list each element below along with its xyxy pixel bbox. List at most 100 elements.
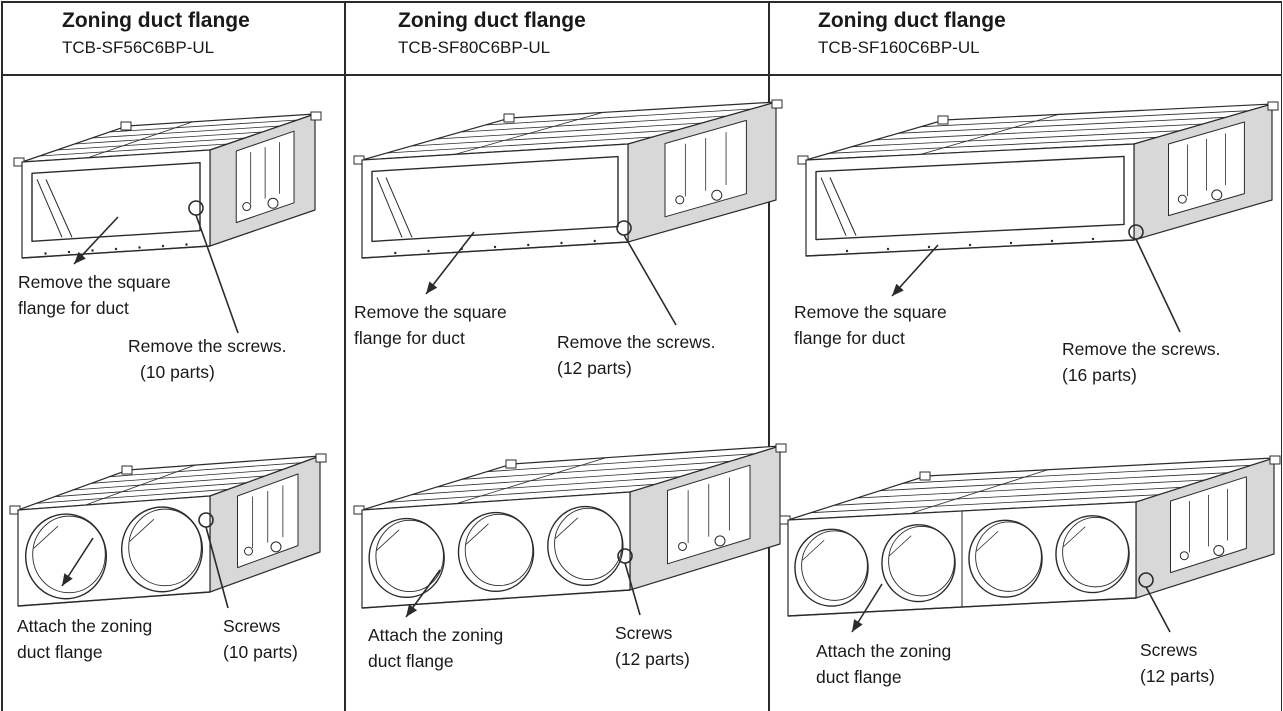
column-2-unit-after-round-duct-collar [547,505,624,587]
column-2-unit-after-top-rib [461,460,731,480]
column-2-unit-after-top-seam [455,457,606,505]
column-2-unit-before-hanger-bracket [771,99,783,109]
column-2-unit-before-screw-dot [560,241,563,245]
column-1-unit-before-bottom-edge [21,245,211,259]
column-2-unit-after-round-duct-collar-inner [375,519,444,593]
column-3-unit-before-screw-dot [886,247,890,251]
column-2-attach-line-1: Attach the zoning [368,625,504,645]
column-3-unit-before-top-rib [897,116,1227,134]
column-3-unit-before-duct-opening [815,155,1125,241]
column-3-unit-after-bottom-edge [787,597,1137,617]
column-3-unit-before-bottom-edge [805,239,1135,257]
column-2-unit-after-bottom-edge [361,589,631,609]
column-1-unit-after-collar-detail [129,518,155,542]
column-2-unit-after-collar-detail [376,529,400,551]
column-1-screws-line-1: Screws [223,616,281,636]
column-divider-1 [344,1,346,711]
column-1-remove-screws-line-2: (10 parts) [140,362,215,382]
column-3-flange-arrow-head [892,283,904,296]
column-1-unit-after-round-duct-collar-inner [128,508,202,587]
column-3-unit-after-top-rib [902,464,1252,484]
column-3-unit-after-round-duct-collar [1055,515,1130,594]
column-1-unit-after-bottom-edge [17,591,211,607]
column-1-unit-before-duct-opening [31,161,201,243]
column-2-unit-after [353,443,787,609]
column-2-unit-before-bottom-edge [361,241,629,259]
column-2-unit-after-top-rib [436,468,706,488]
column-2-unit-after-pipe-fitting [678,541,687,551]
column-3-remove-flange-line-2: flange for duct [794,328,905,348]
column-3-unit-after-round-duct-collar [968,519,1043,598]
column-2-title: Zoning duct flange [398,9,586,32]
column-1-screw-leader [195,214,239,334]
column-2-unit-before-drain-fitting [711,189,723,201]
column-2-unit-after-collar-detail [465,523,489,545]
column-3-unit-before-pipe-fitting [1177,194,1187,204]
column-3-unit-after-round-duct-collar-inner [975,521,1042,592]
table-border-top [1,1,1282,3]
column-1-unit-after-top-rib [91,468,284,484]
column-3-unit-before-top-rib [828,136,1158,154]
column-3-screws-line-2: (12 parts) [1140,666,1215,686]
column-3-unit-before-inner-baffle [820,177,847,236]
column-3-unit-before-top-rib [851,130,1181,148]
column-1-unit-before-top-rib [56,137,246,151]
column-3-unit-before-hanger-bracket [1267,101,1279,111]
column-2-unit-before [353,99,783,259]
column-2-unit-before-duct-opening [371,155,619,243]
column-3-screw-leader-after [1145,586,1171,633]
column-1-unit-after-pipe-fitting [244,546,253,556]
column-1-remove-flange-line-1: Remove the square [18,272,171,292]
column-2-unit-after-hanger-bracket [505,459,517,469]
column-3-unit-before-screw-dot [968,243,972,247]
column-3-unit-after-collar-detail [888,535,912,557]
column-2-unit-after-top-rib [386,483,656,503]
column-2-flange-arrow-shaft [425,231,475,295]
column-3-attach-arrow-head [852,619,863,632]
column-3-unit-before-screw-dot [1050,239,1054,243]
column-1-screw-circle [188,200,204,216]
column-3-title: Zoning duct flange [818,9,1006,32]
column-2-unit-after-round-duct-collar [457,511,535,593]
column-1-title: Zoning duct flange [62,9,250,32]
column-3-unit-after-round-duct-collar [881,524,956,603]
column-1-unit-after-top-rib [109,462,302,478]
column-1-attach-line-2: duct flange [17,642,103,662]
column-2-screw-circle-after [617,548,633,564]
column-1-unit-after-hanger-bracket [315,453,327,463]
column-3-unit-after-top-rib [810,494,1160,514]
column-divider-2 [768,1,770,711]
column-2-unit-before-pipe-fitting [675,195,685,205]
column-1-unit-after-hanger-bracket [121,465,133,475]
column-1-unit-after-top-seam [85,464,196,506]
column-2-unit-before-screw-dot [394,251,397,255]
column-1-flange-arrow-head [74,251,86,264]
column-3-screw-circle-after [1138,572,1154,588]
column-3-unit-before-hanger-bracket [937,115,949,125]
column-3-unit-after-hanger-bracket [919,471,931,481]
column-1-unit-before-inner-baffle [36,179,63,238]
column-1-unit-after-round-duct-collar-inner [32,515,106,594]
column-1-unit-after-top-rib [54,482,247,498]
column-3-attach-line-1: Attach the zoning [816,641,952,661]
column-3-unit-after-round-duct-collar-inner [801,530,868,601]
column-1-screws-line-2: (10 parts) [223,642,298,662]
column-1-unit-after-top-rib [72,475,266,491]
column-1-unit-before-drain-fitting [267,197,279,209]
column-1-model: TCB-SF56C6BP-UL [62,38,215,57]
column-1-remove-screws-line-1: Remove the screws. [128,336,287,356]
column-3-model: TCB-SF160C6BP-UL [818,38,980,57]
table-border-left [1,1,3,711]
column-1-unit-after-drain-fitting [270,541,282,553]
column-1-unit-before-pipe-fitting [242,202,252,212]
column-1-unit-after [9,453,327,607]
column-1-unit-before-top-rib [91,125,281,139]
column-2-screw-leader-after [624,562,641,616]
column-1-unit-before-top-rib [109,119,298,133]
column-2-unit-after-top-rib [411,476,681,496]
column-1-unit-before-hanger-bracket [310,111,322,121]
column-1-unit-before-screw-dot [91,249,94,252]
column-3-unit-before-inner-baffle [829,177,857,236]
column-3-unit-after-pipe-fitting [1179,551,1189,561]
